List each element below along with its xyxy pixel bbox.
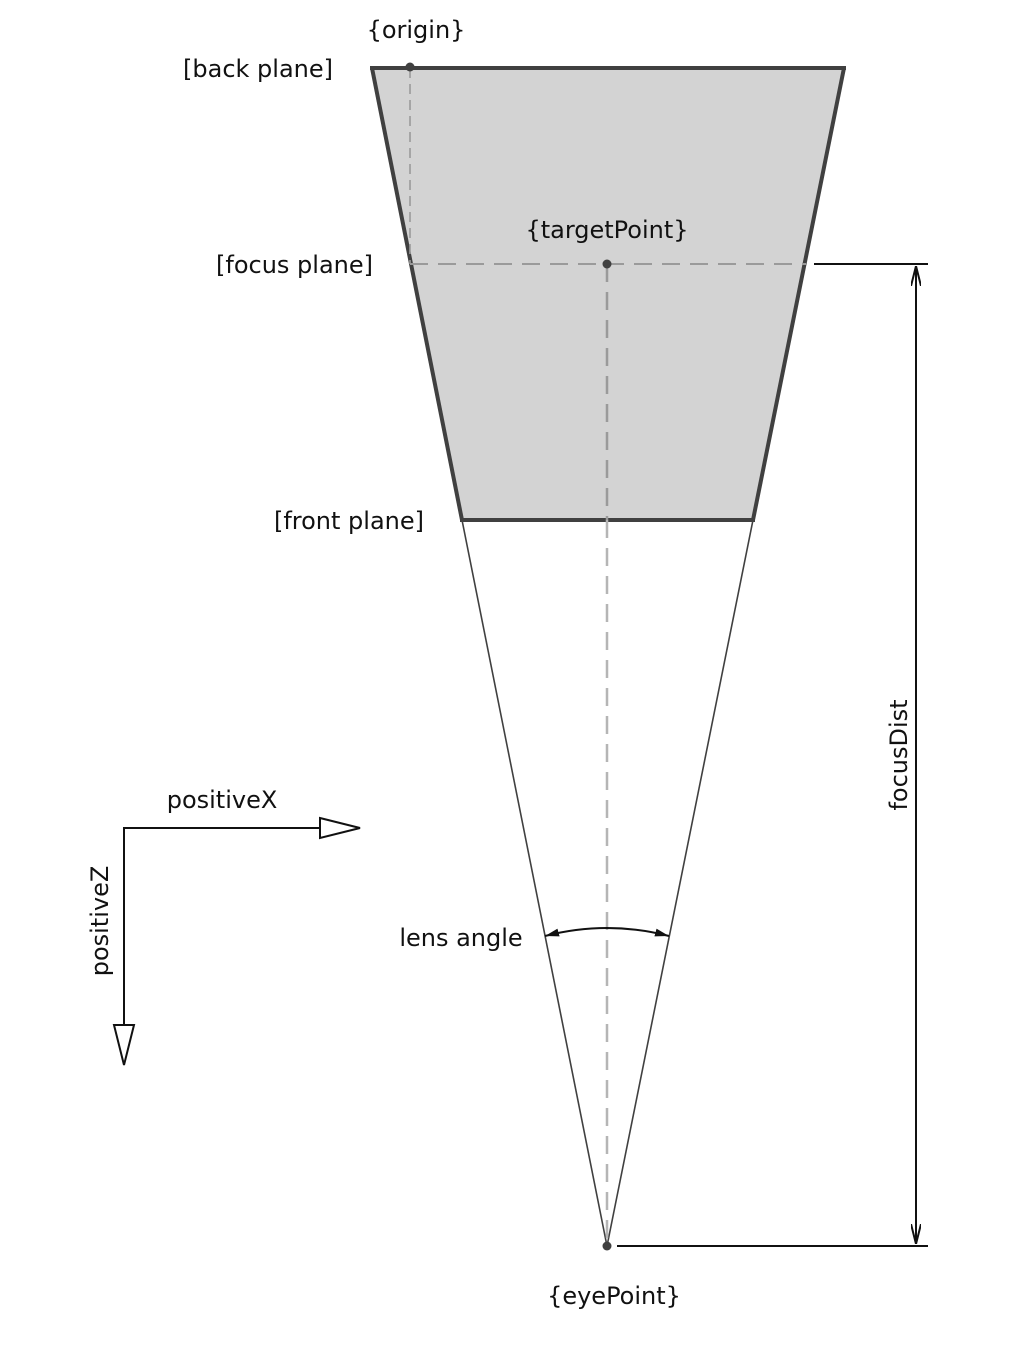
frustum-left-edge xyxy=(370,67,464,521)
lens-angle-arc xyxy=(544,927,670,937)
focus-plane-label: [focus plane] xyxy=(216,251,373,279)
axes-corner-lines xyxy=(123,827,320,1025)
view-cone-right-line xyxy=(606,519,754,1247)
view-cone-left-line xyxy=(461,519,608,1247)
positive-x-label: positiveX xyxy=(167,786,278,814)
focus-dist-label: focusDist xyxy=(885,699,913,810)
positive-z-arrowhead xyxy=(112,1024,136,1066)
target-point xyxy=(602,259,612,269)
positive-x-arrowhead xyxy=(319,816,361,840)
front-plane-label: [front plane] xyxy=(274,507,424,535)
lens-angle-label: lens angle xyxy=(399,924,522,952)
positive-z-label: positiveZ xyxy=(86,866,114,977)
origin-label: {origin} xyxy=(367,16,466,44)
eye-point-label: {eyePoint} xyxy=(547,1282,681,1310)
origin-point xyxy=(405,62,415,72)
target-point-label: {targetPoint} xyxy=(525,216,688,244)
eye-point xyxy=(602,1241,612,1251)
back-plane-label: [back plane] xyxy=(183,55,333,83)
frustum-right-edge xyxy=(751,67,846,521)
